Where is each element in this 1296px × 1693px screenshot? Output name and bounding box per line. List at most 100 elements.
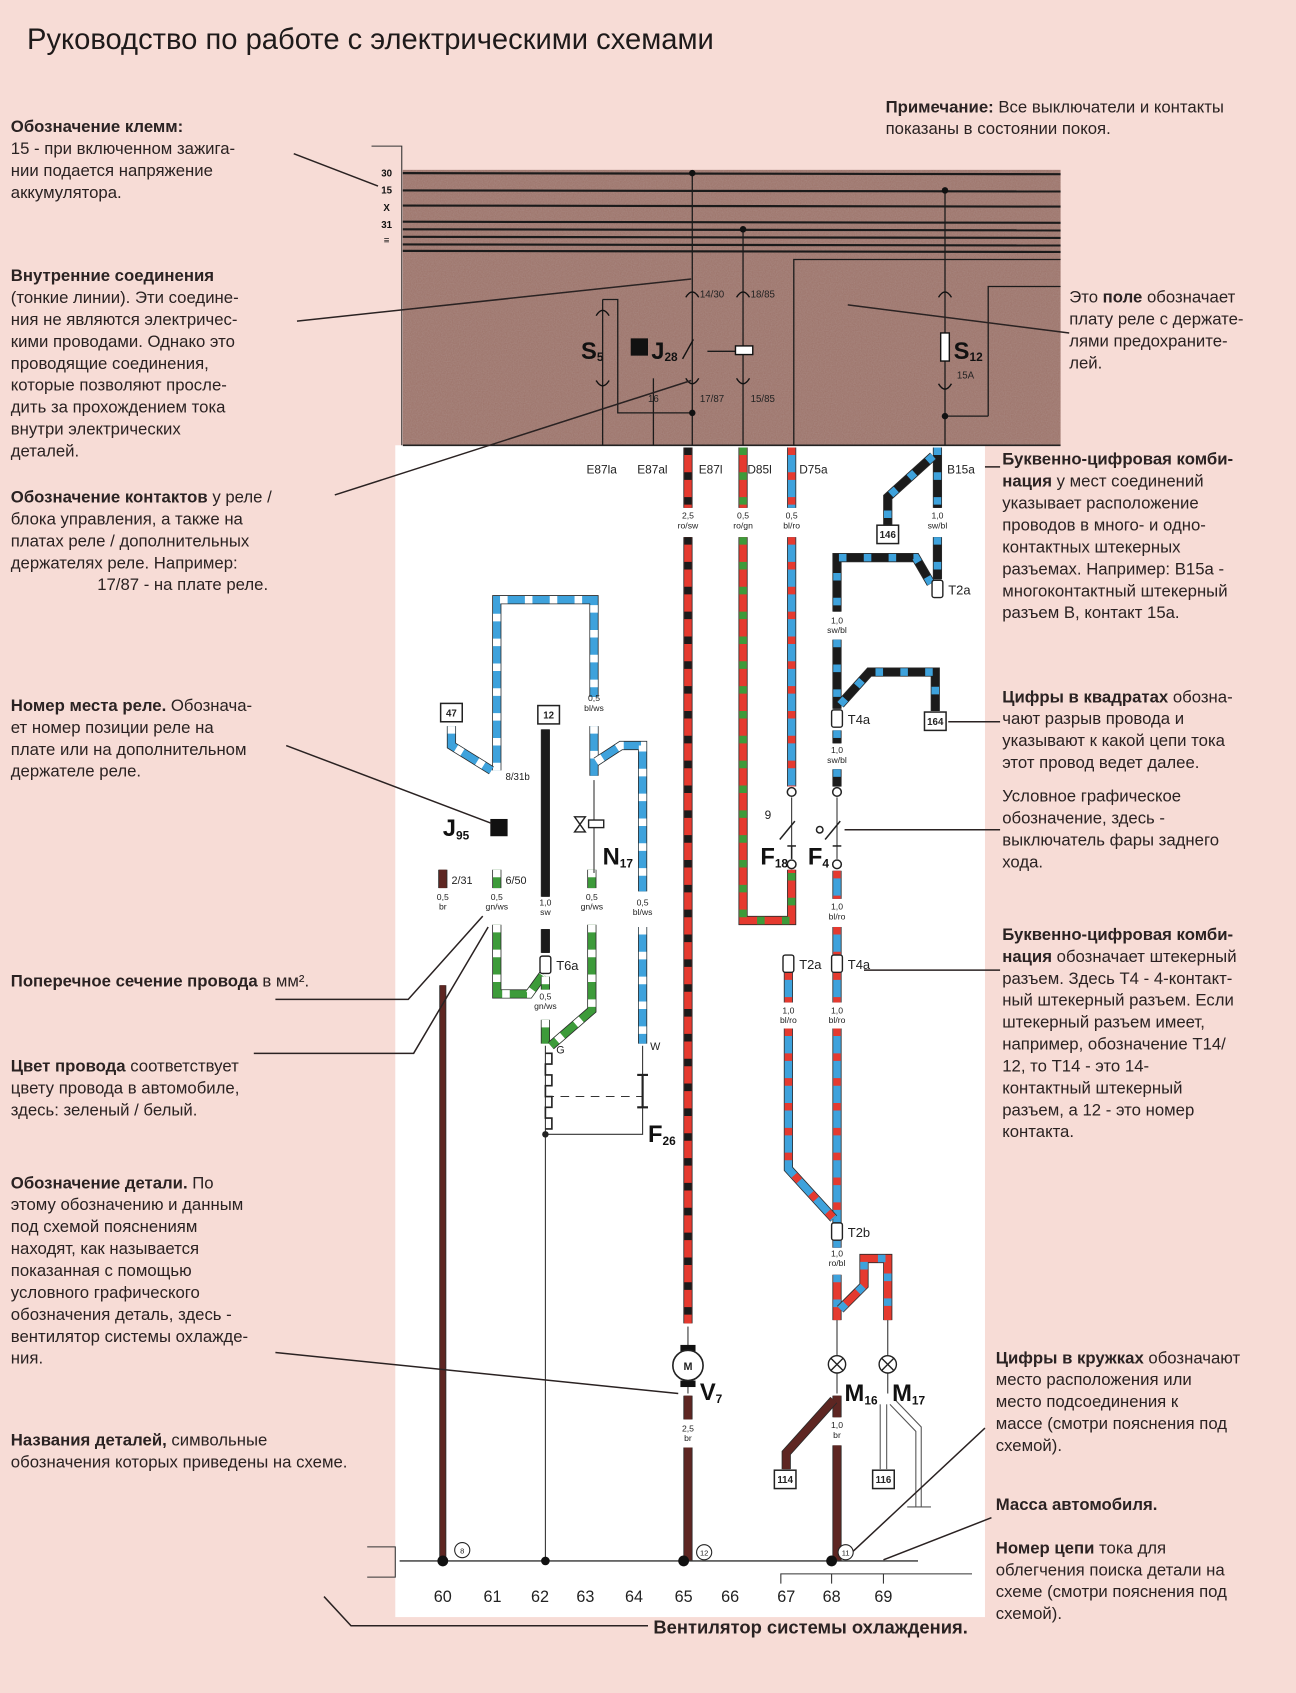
annotation-alnum1-line: контактных штекерных	[1002, 537, 1181, 556]
plug-connector-icon	[539, 955, 552, 975]
circuit-ref-number: 47	[446, 708, 457, 719]
circuit-number: 60	[434, 1588, 452, 1606]
bus-line	[402, 204, 1061, 208]
wire-color-label: gn/ws	[534, 1001, 557, 1011]
relay-J95-body	[490, 818, 508, 837]
switch-F4-label: F4	[808, 843, 830, 870]
pin-label: 2/31	[451, 875, 472, 887]
bus-terminal-label: ≡	[384, 235, 390, 246]
annotation-circles-line: место подсоединения к	[996, 1392, 1179, 1411]
wire-size-label: 1,0	[782, 1005, 794, 1015]
annotation-terminals-line: 15 - при включенном зажига-	[11, 139, 235, 158]
annotation-alnum1-line: многоконтактный штекерный	[1002, 581, 1227, 600]
valve-N17-label: N17	[603, 843, 634, 870]
wire-color-label: sw/bl	[827, 625, 847, 635]
relay-contact-label: 16	[648, 394, 659, 405]
wire	[836, 1253, 893, 1321]
relay-board	[371, 145, 1061, 447]
ground-location-circle	[454, 1542, 471, 1559]
annotation-alnum2-line: ный штекерный разъем. Если	[1002, 991, 1234, 1010]
circuit-ref-number: 116	[876, 1475, 892, 1486]
fan-motor-V7-icon: M	[672, 1344, 704, 1388]
wire-size-label: 1,0	[831, 1005, 843, 1015]
annotation-contacts-line: 17/87 - на плате реле.	[97, 575, 268, 594]
circuit-number: 61	[483, 1588, 501, 1606]
annotation-internal-line: проводящие соединения,	[11, 354, 209, 373]
wire-size-label: 0,5	[737, 511, 749, 521]
plug-connector-icon	[782, 954, 795, 974]
wire-size-label: 1,0	[831, 745, 843, 755]
annotation-terminals-line: аккумулятора.	[11, 183, 122, 202]
plug-connector-icon	[830, 1222, 844, 1241]
thermo-switch-F26-icon	[637, 1073, 648, 1109]
junction-dot	[542, 1131, 549, 1138]
annotation-circles-line: массе (смотри пояснения под	[996, 1414, 1228, 1433]
annotation-alnum2-line: контакта.	[1002, 1122, 1074, 1141]
pin-label: 6/50	[505, 875, 526, 887]
circuit-number: 68	[823, 1588, 841, 1606]
wire-color-label: br	[684, 1433, 692, 1443]
annotation-wire-color-line: здесь: зеленый / белый.	[11, 1101, 198, 1120]
board-connector-label: B15a	[947, 462, 975, 476]
annotation-alnum1-line: нация у мест соединений	[1002, 472, 1203, 491]
wire	[492, 924, 547, 999]
wire-size-label: 2,5	[682, 511, 694, 521]
annotation-circuit-no-line: Номер цепи тока для	[996, 1538, 1166, 1557]
plug-connector-icon	[830, 954, 844, 974]
wire-color-label: bl/ws	[584, 703, 604, 713]
note-text: Примечание: Все выключатели и контакты	[886, 98, 1224, 117]
wire	[738, 537, 797, 926]
annotation-ground-line: Масса автомобиля.	[996, 1495, 1158, 1514]
annotation-alnum2-line: 12, то T14 - это 14-	[1002, 1056, 1149, 1075]
relay-contact-symbols	[595, 291, 953, 390]
annotation-contacts-line: Обозначение контактов у реле /	[11, 488, 272, 507]
annotation-symbol-line: хода.	[1002, 852, 1043, 871]
annotation-part-designation-line: вентилятор системы охлажде-	[11, 1327, 248, 1346]
wire-color-label: bl/ws	[633, 907, 653, 917]
lamp-M16-icon	[827, 1355, 847, 1374]
wires	[438, 447, 943, 1561]
annotation-internal-line: внутри электрических	[11, 420, 182, 439]
wire	[781, 1396, 838, 1470]
wire-color-label: sw/bl	[827, 755, 847, 765]
bus-terminal-label: 30	[381, 168, 392, 179]
annotation-wire-color-line: Цвет провода соответствует	[11, 1057, 239, 1076]
bus-line	[402, 172, 1061, 176]
circuit-ref-box	[773, 1469, 797, 1490]
relay-J95-label: J95	[443, 815, 470, 842]
relay-contact-label: 15/85	[751, 394, 775, 405]
annotation-alnum2-line: нация обозначает штекерный	[1002, 947, 1236, 966]
wire-color-label: br	[439, 902, 447, 912]
relay-contact-label: 18/85	[751, 289, 775, 300]
circuit-ref-number: 146	[880, 530, 897, 541]
connector-label: T4a	[848, 712, 871, 727]
annotation-part-designation-line: условного графического	[11, 1283, 200, 1302]
wire-size-label: 1,0	[539, 897, 551, 907]
wire-color-label: gn/ws	[486, 902, 509, 912]
fuse-S5-label: S5	[581, 338, 604, 365]
annotation-part-designation-line: этому обозначению и данным	[11, 1195, 243, 1214]
bus-line	[402, 228, 1061, 232]
wire-size-label: 0,5	[491, 892, 503, 902]
switch-F18-icon	[779, 786, 797, 870]
relay-J28-label: J28	[651, 338, 678, 365]
lamp-M17-label: M17	[892, 1380, 925, 1407]
connector-label: T6a	[556, 958, 579, 973]
valve-N17-icon	[573, 816, 605, 833]
pin-label: 8/31b	[505, 772, 529, 783]
annotation-alnum1-line: проводов в много- и одно-	[1002, 515, 1206, 534]
switch-F18-label: F18	[760, 843, 788, 870]
bus-terminal-label: 31	[381, 220, 392, 231]
lamp-M16-label: M16	[845, 1380, 878, 1407]
annotation-circles-line: схемой).	[996, 1436, 1062, 1455]
wire	[492, 595, 599, 771]
annotation-internal-line: дить за прохождением тока	[11, 398, 226, 417]
annotation-circuit-no-line: схемой).	[996, 1604, 1062, 1623]
annotations: Обозначение клемм:15 - при включенном за…	[11, 117, 1244, 1623]
board-connector-label: E87la	[586, 462, 617, 476]
annotation-internal-line: деталей.	[11, 442, 79, 461]
annotation-field-line: лями предохраните-	[1069, 332, 1227, 351]
bus-line	[402, 220, 1061, 224]
